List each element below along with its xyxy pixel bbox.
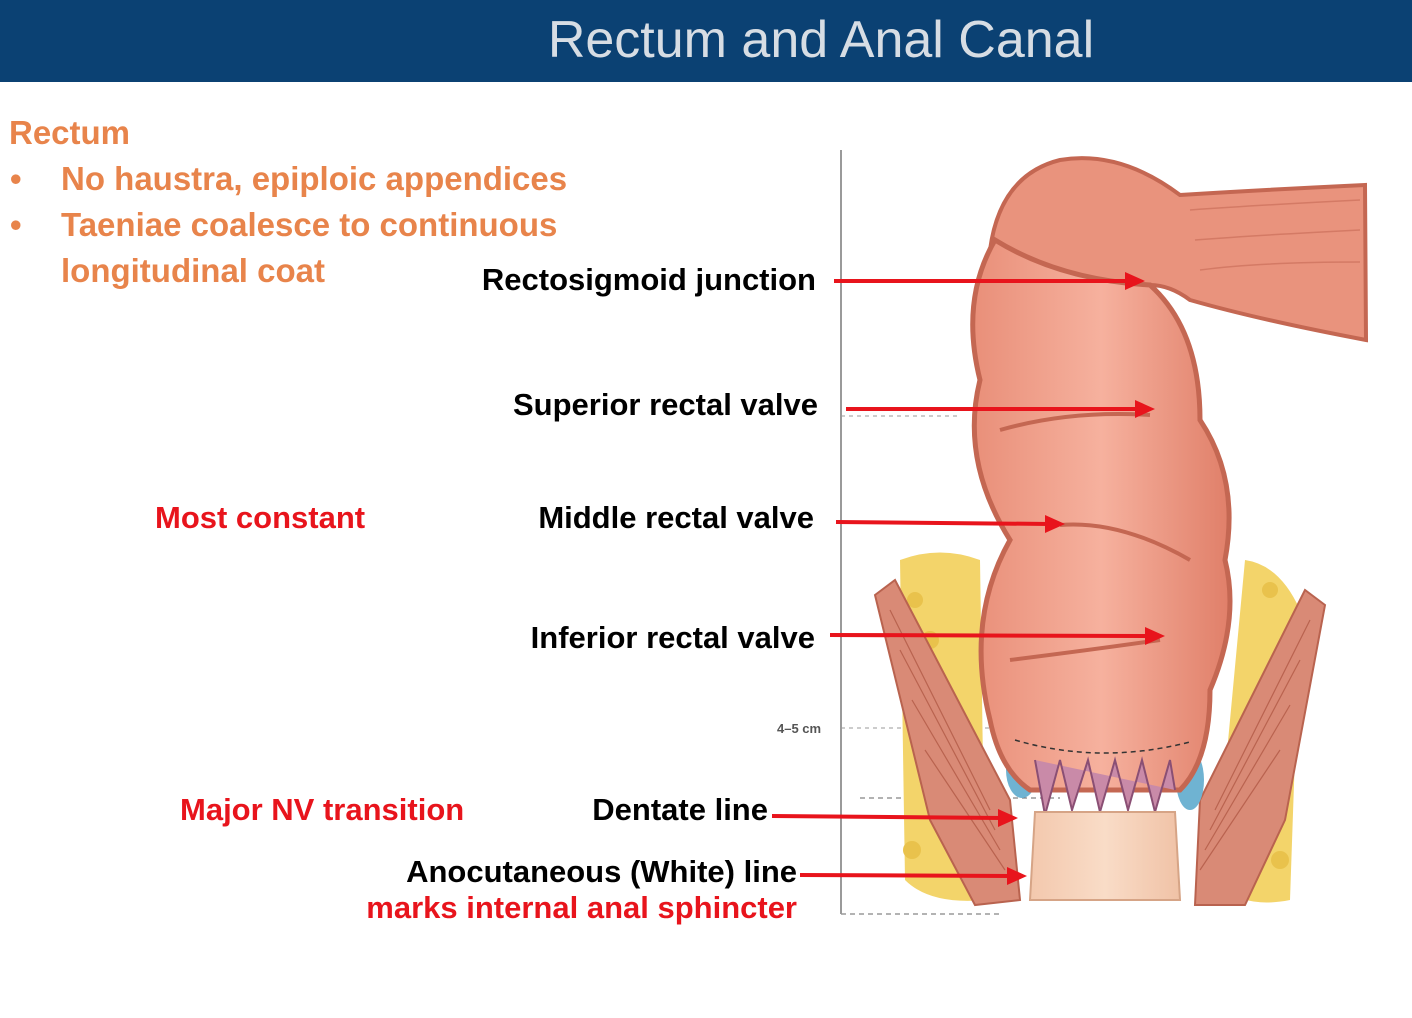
arrow-anocutaneous: [799, 873, 1013, 878]
rectal-ampulla: [970, 236, 1233, 793]
arrow-dentate: [771, 814, 1004, 820]
title-bar: Rectum and Anal Canal: [0, 0, 1412, 82]
rectum-heading: Rectum: [9, 114, 131, 151]
bullet-item: •No haustra, epiploic appendices: [10, 160, 568, 197]
label-dentate-line: Dentate line: [592, 792, 768, 827]
anal-canal: [1028, 811, 1182, 901]
middle-valve-fold: [1059, 522, 1191, 562]
note-most-constant: Most constant: [155, 500, 366, 535]
measure-label: 4–5 cm: [777, 721, 821, 736]
label-inferior-rectal-valve: Inferior rectal valve: [530, 620, 815, 655]
rectum-bullet-list: •No haustra, epiploic appendices •Taenia…: [0, 156, 661, 294]
note-internal-sphincter: marks internal anal sphincter: [366, 890, 797, 925]
label-superior-rectal-valve: Superior rectal valve: [513, 387, 818, 422]
levator-ani-muscle: [873, 578, 1327, 907]
arrow-inferior-valve: [829, 633, 1151, 638]
label-rectosigmoid-junction: Rectosigmoid junction: [481, 262, 816, 297]
superior-valve-fold: [999, 412, 1151, 432]
label-anocutaneous-line: Anocutaneous (White) line: [406, 854, 797, 889]
note-major-nv-transition: Major NV transition: [180, 792, 465, 827]
bullet-item: •Taeniae coalesce to continuous longitud…: [10, 206, 558, 289]
anal-columns: [1034, 756, 1176, 816]
arrow-middle-valve: [835, 520, 1051, 526]
label-middle-rectal-valve: Middle rectal valve: [538, 500, 814, 535]
inferior-valve-fold: [1009, 638, 1161, 662]
page-title: Rectum and Anal Canal: [547, 11, 1095, 69]
